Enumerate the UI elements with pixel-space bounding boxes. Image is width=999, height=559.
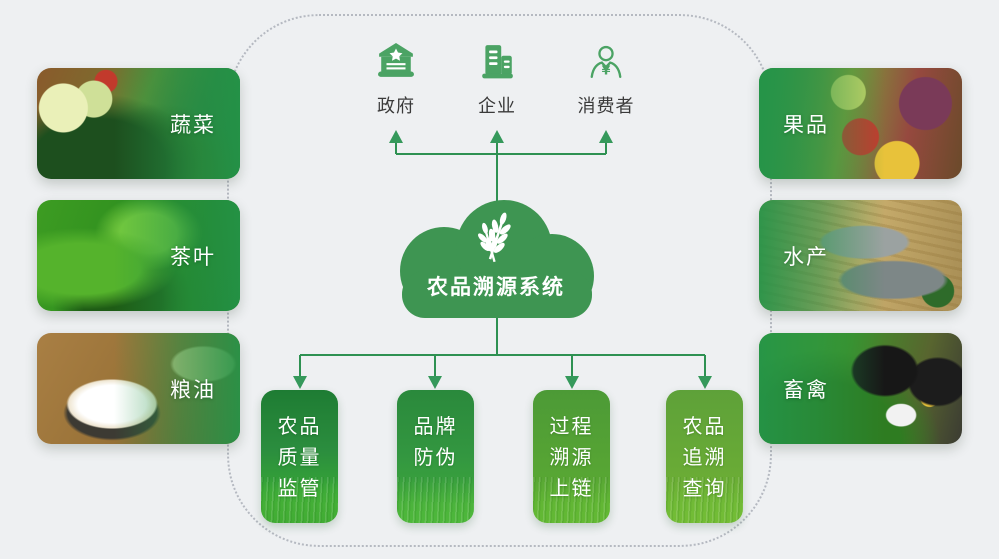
function-line: 追溯 (682, 447, 727, 469)
system-title: 农品溯源系统 (427, 276, 565, 299)
category-label: 粮油 (170, 378, 216, 402)
function-line: 溯源 (549, 447, 594, 469)
category-card-livestock: 畜禽 (759, 333, 962, 444)
category-label: 畜禽 (783, 378, 829, 402)
entity-government: 政府 (341, 42, 451, 118)
government-icon (378, 43, 414, 77)
category-label: 果品 (783, 113, 829, 137)
entity-label-government: 政府 (377, 96, 415, 116)
function-box-brand-anticounterfeit: 品牌 防伪 (397, 390, 474, 523)
category-label: 茶叶 (170, 245, 216, 269)
entity-consumer: ¥ 消费者 (551, 42, 661, 118)
category-card-aquatic: 水产 (759, 200, 962, 311)
function-line: 质量 (277, 447, 322, 469)
category-card-vegetables: 蔬菜 (37, 68, 240, 179)
function-line: 农品 (277, 416, 322, 438)
function-line: 品牌 (413, 416, 458, 438)
function-line: 查询 (682, 478, 727, 500)
entity-label-enterprise: 企业 (478, 96, 516, 116)
function-line: 上链 (549, 478, 594, 500)
cloud-shape (400, 200, 594, 318)
function-box-process-chain: 过程 溯源 上链 (533, 390, 610, 523)
entity-label-consumer: 消费者 (577, 96, 635, 116)
wheat-icon (478, 212, 511, 263)
category-card-fruit: 果品 (759, 68, 962, 179)
function-line: 农品 (682, 416, 727, 438)
svg-text:¥: ¥ (602, 63, 611, 78)
function-line: 监管 (277, 478, 322, 500)
category-label: 蔬菜 (170, 113, 216, 137)
function-line: 防伪 (413, 447, 458, 469)
function-box-trace-query: 农品 追溯 查询 (666, 390, 743, 523)
central-cloud-system: 农品溯源系统 (392, 199, 600, 320)
consumer-icon: ¥ (590, 45, 622, 78)
category-card-grain-oil: 粮油 (37, 333, 240, 444)
entity-enterprise: 企业 (442, 42, 552, 118)
enterprise-icon (482, 45, 513, 79)
category-label: 水产 (783, 245, 829, 269)
category-card-tea: 茶叶 (37, 200, 240, 311)
function-box-quality-supervision: 农品 质量 监管 (261, 390, 338, 523)
function-line: 过程 (549, 416, 594, 438)
